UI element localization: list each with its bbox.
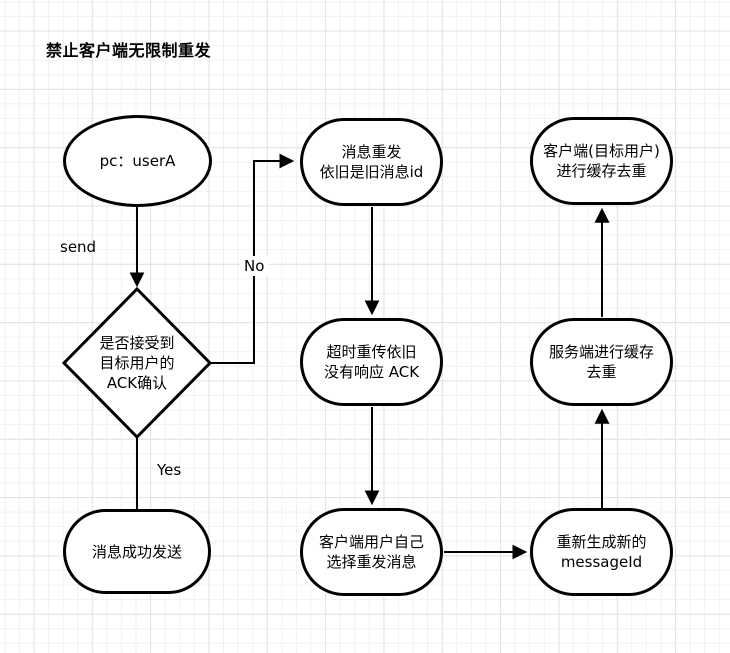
node-client-dedup-label: 客户端(目标用户) 进行缓存去重 [543,142,660,180]
edge-label-no[interactable]: No [240,256,269,276]
diagram-title[interactable]: 禁止客户端无限制重发 [46,41,212,60]
node-send-success[interactable]: 消息成功发送 [63,509,211,594]
node-pc-user-label: pc：userA [99,152,176,170]
node-pc-user[interactable]: pc：userA [63,115,212,207]
node-regen-message-id-label: 重新生成新的 messageId [556,533,647,571]
node-regen-message-id[interactable]: 重新生成新的 messageId [530,508,673,596]
node-resend-same-id[interactable]: 消息重发 依旧是旧消息id [300,118,443,206]
edge-label-yes[interactable]: Yes [157,461,182,479]
node-user-resend-label: 客户端用户自己 选择重发消息 [318,533,424,571]
node-resend-same-id-label: 消息重发 依旧是旧消息id [319,143,424,181]
node-ack-decision-label: 是否接受到 目标用户的 ACK确认 [99,334,175,392]
node-server-dedup[interactable]: 服务端进行缓存 去重 [530,318,673,406]
node-user-resend[interactable]: 客户端用户自己 选择重发消息 [300,508,443,596]
node-client-dedup[interactable]: 客户端(目标用户) 进行缓存去重 [530,117,673,205]
node-server-dedup-label: 服务端进行缓存 去重 [548,343,654,381]
node-send-success-label: 消息成功发送 [91,542,182,561]
decision-diamond-outline[interactable] [61,286,213,440]
node-timeout-no-ack[interactable]: 超时重传依旧 没有响应 ACK [300,318,443,406]
node-ack-decision[interactable]: 是否接受到 目标用户的 ACK确认 [67,320,207,406]
edge-label-send[interactable]: send [60,238,97,256]
node-timeout-no-ack-label: 超时重传依旧 没有响应 ACK [323,343,420,381]
